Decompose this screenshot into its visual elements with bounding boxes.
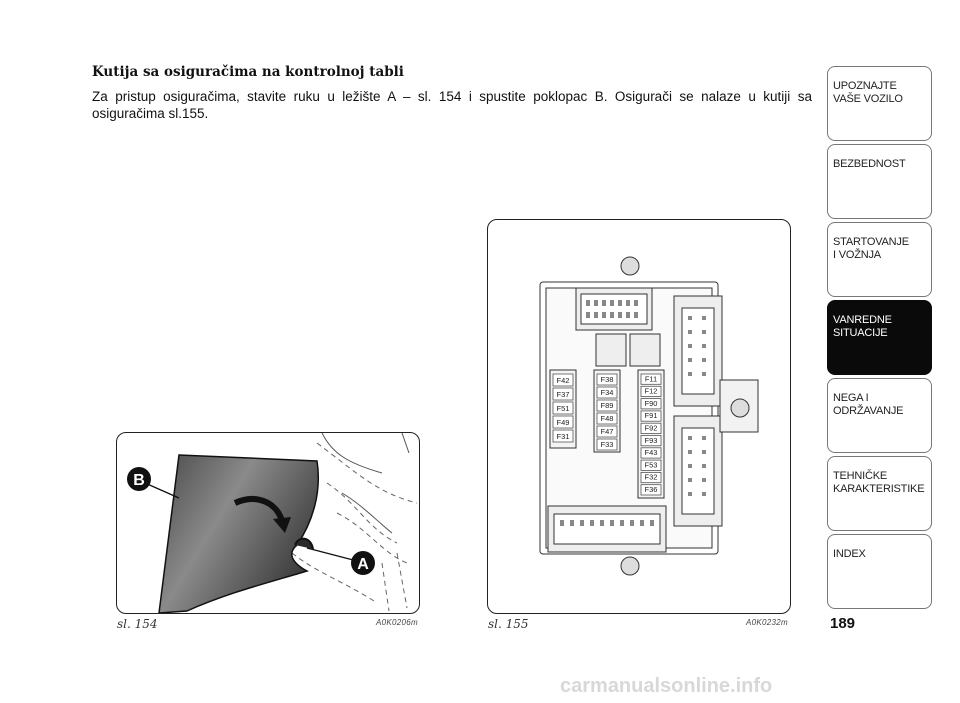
fuse-label: F11 [645, 374, 657, 383]
fuse-slot [596, 373, 618, 386]
tab-startovanje-i-voznja[interactable]: STARTOVANJE I VOŽNJA [827, 222, 932, 297]
fuse-label: F92 [645, 424, 658, 433]
fuse-label: F36 [645, 485, 658, 494]
tab-label: BEZBEDNOST [833, 158, 906, 170]
dashboard-illustration: B A [127, 433, 418, 613]
fuse-label: F33 [601, 440, 614, 449]
figure-155-code: A0K0232m [746, 618, 788, 627]
fuse-slot [596, 412, 618, 425]
fuse-slot [552, 373, 574, 387]
body-paragraph: Za pristup osiguračima, stavite ruku u l… [92, 89, 812, 121]
fuse-label: F37 [557, 390, 570, 399]
fuse-label: F91 [645, 411, 658, 420]
fuse-slot [552, 387, 574, 401]
fuse-label: F47 [601, 427, 614, 436]
fuse-label: F51 [557, 404, 570, 413]
label-b-badge [127, 467, 151, 491]
fuse-slot [640, 471, 662, 484]
fuse-slot [640, 398, 662, 410]
fuse-label: F12 [645, 387, 658, 396]
fuse-slot [640, 459, 662, 471]
tab-upoznajte-vase-vozilo[interactable]: UPOZNAJTE VAŠE VOZILO [827, 66, 932, 141]
fuse-slot [552, 401, 574, 415]
fuse-label: F93 [645, 436, 658, 445]
fuse-label: F38 [601, 375, 614, 384]
figure-154-code: A0K0206m [376, 618, 418, 627]
tab-label: STARTOVANJE I VOŽNJA [833, 236, 909, 261]
label-b: B [133, 472, 145, 489]
fuse-slot [596, 438, 618, 451]
fuse-label: F90 [645, 399, 658, 408]
tab-index[interactable]: INDEX [827, 534, 932, 609]
figure-155-caption: sl. 155 [488, 617, 529, 631]
page-number: 189 [830, 615, 856, 632]
tab-label: NEGA I ODRŽAVANJE [833, 392, 904, 417]
label-a: A [357, 556, 369, 573]
fuse-slot [552, 429, 574, 443]
fuse-label: F48 [601, 414, 614, 423]
cover-b-shape [158, 454, 320, 613]
fuse-slot [640, 373, 662, 385]
fuse-label: F53 [645, 460, 658, 469]
fuse-label: F43 [645, 448, 658, 457]
fuse-slot [640, 435, 662, 447]
fuse-label: F31 [557, 432, 570, 441]
fuse-label: F89 [601, 401, 614, 410]
tab-label: UPOZNAJTE VAŠE VOZILO [833, 80, 903, 105]
fuse-label: F49 [557, 418, 570, 427]
fuse-slot [552, 415, 574, 429]
tab-label: INDEX [833, 548, 866, 560]
fuse-slot [596, 399, 618, 412]
fuse-slot [640, 385, 662, 398]
tab-tehnicke-karakteristike[interactable]: TEHNIČKE KARAKTERISTIKE [827, 456, 932, 531]
footer-watermark: carmanualsonline.info [560, 675, 773, 697]
fuse-slot [596, 425, 618, 438]
fuse-slot [640, 484, 662, 496]
figure-154-caption: sl. 154 [117, 617, 158, 631]
fuse-label: F34 [601, 388, 614, 397]
tab-bezbednost[interactable]: BEZBEDNOST [827, 144, 932, 219]
fuse-slot [640, 422, 662, 434]
fuse-slot [596, 386, 618, 399]
fuse-slot [640, 410, 662, 422]
section-heading: Kutija sa osiguračima na kontrolnoj tabl… [92, 64, 404, 80]
tab-label: VANREDNE SITUACIJE [833, 314, 892, 339]
fuse-label: F32 [645, 473, 658, 482]
tab-label: TEHNIČKE KARAKTERISTIKE [833, 470, 925, 495]
tab-nega-i-odrzavanje[interactable]: NEGA I ODRŽAVANJE [827, 378, 932, 453]
fuse-label: F42 [557, 376, 570, 385]
tab-vanredne-situacije[interactable]: VANREDNE SITUACIJE [827, 300, 932, 375]
label-a-badge [351, 551, 375, 575]
fuse-slot [640, 447, 662, 459]
figure-154: B A [116, 432, 420, 614]
